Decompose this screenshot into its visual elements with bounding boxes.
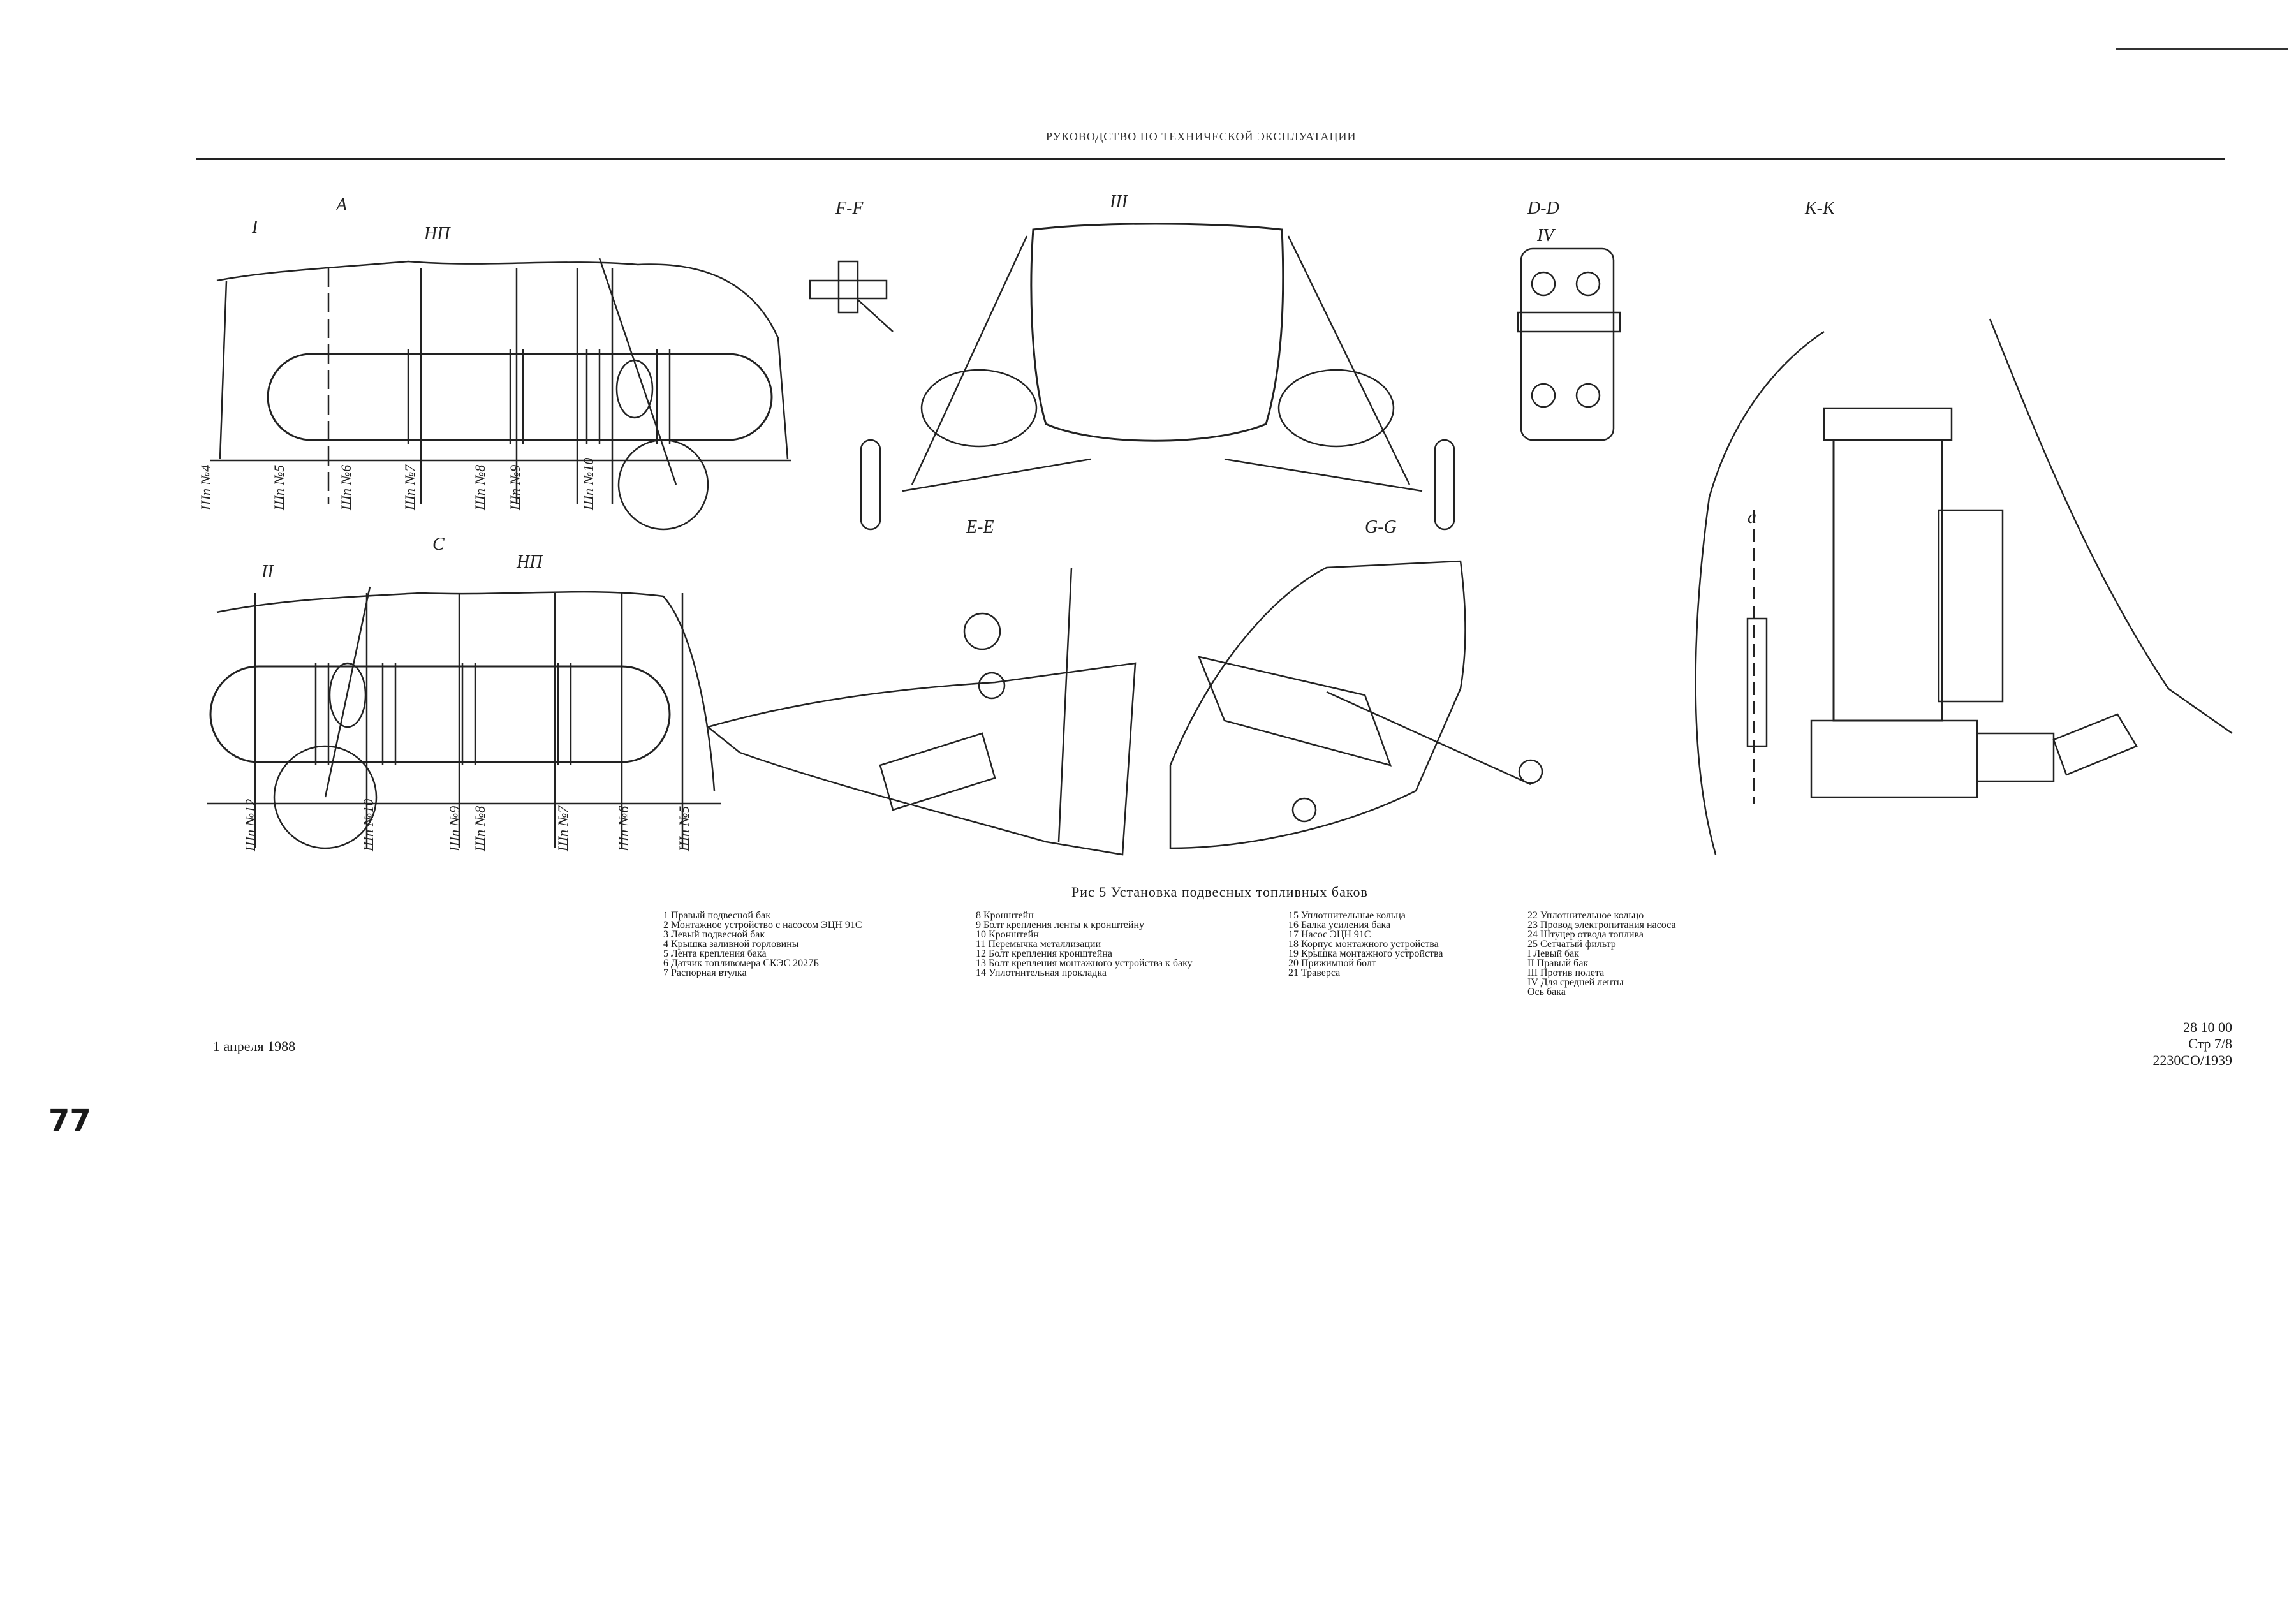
issue-date: 1 апреля 1988 [213,1038,296,1054]
legend-item: 21 Траверса [1288,967,1341,978]
legend-column-2: 8 Кронштейн 9 Болт крепления ленты к кро… [976,911,1193,978]
legend-item: 14 Уплотнительная прокладка [976,967,1107,978]
legend-item: 19 Крышка монтажного устройства [1288,948,1443,959]
legend-column-3: 15 Уплотнительные кольца 16 Балка усилен… [1288,911,1443,978]
view-EE-detail [706,567,1137,856]
view-DD-detail [1517,247,1621,441]
view-label-II: II [261,562,274,582]
frame-label: Шп №6 [615,806,631,852]
page-header-title: РУКОВОДСТВО ПО ТЕХНИЧЕСКОЙ ЭКСПЛУАТАЦИИ [1046,130,1357,143]
frame-label: Шп №10 [360,799,376,852]
direction-label-np-bottom: НП [516,552,543,572]
legend-item: 16 Балка усиления бака [1288,920,1391,930]
view-FF-detail [809,260,894,332]
frame-label: Шп №4 [198,465,214,511]
view-label-I: I [251,217,259,237]
legend-item: 9 Болт крепления ленты к кронштейну [976,920,1144,930]
view-label-FF: F-F [835,198,864,218]
legend-item: 2 Монтажное устройство с насосом ЭЦН 91С [663,920,862,930]
legend-item: 25 Сетчатый фильтр [1527,939,1616,950]
view-I-left-tank [210,258,791,531]
doc-number: 2230CO/1939 [2152,1052,2232,1068]
handwritten-page-number: 77 [48,1103,91,1139]
frame-label: Шп №7 [402,464,418,511]
view-label-EE: E-E [966,517,994,537]
figure-caption: Рис 5 Установка подвесных топливных бако… [1071,884,1368,900]
frame-label: Шп №5 [676,806,692,852]
legend-item: 24 Штуцер отвода топлива [1527,929,1644,940]
legend-item: 4 Крышка заливной горловины [663,939,799,950]
document-reference: 28 10 00 Стр 7/8 2230CO/1939 [2149,1019,2232,1069]
legend-item: 5 Лента крепления бака [663,948,767,959]
view-KK-detail [1695,318,2233,855]
view-label-KK: K-K [1804,198,1836,218]
legend-column-4: 22 Уплотнительное кольцо 23 Провод элект… [1527,911,1676,997]
view-label-III: III [1109,192,1129,212]
direction-label-np-top: НП [423,224,451,244]
frame-label: Шп №8 [472,465,488,511]
frame-label: Шп №5 [271,465,287,511]
legend-item: 3 Левый подвесной бак [663,929,765,940]
legend-item: 20 Прижимной болт [1288,958,1376,969]
legend-item: 10 Кронштейн [976,929,1039,940]
legend-item: III Против полета [1527,967,1605,978]
frame-label: Шп №6 [338,465,354,511]
legend-item: 1 Правый подвесной бак [663,910,770,921]
view-label-IV: IV [1536,226,1556,246]
doc-code: 28 10 00 [2183,1019,2232,1035]
legend-item: IV Для средней ленты [1527,977,1624,988]
corner-rule [2116,48,2288,50]
view-GG-detail [1169,560,1543,849]
legend-item: 13 Болт крепления монтажного устройства … [976,958,1193,969]
legend-item: 23 Провод электропитания насоса [1527,920,1676,930]
view-label-C: C [432,534,445,554]
frame-label: Шп №9 [507,465,523,511]
frame-label: Шп №10 [580,458,596,511]
frame-label: Шп №8 [472,806,488,852]
legend-item: 12 Болт крепления кронштейна [976,948,1112,959]
legend-item: I Левый бак [1527,948,1580,959]
legend-item: 22 Уплотнительное кольцо [1527,910,1644,921]
legend-item: Ось бака [1527,987,1566,997]
view-label-DD: D-D [1527,198,1559,218]
legend-item: 15 Уплотнительные кольца [1288,910,1406,921]
legend-column-1: 1 Правый подвесной бак 2 Монтажное устро… [663,911,862,978]
legend-item: 7 Распорная втулка [663,967,747,978]
header-divider [196,158,2225,160]
frame-label: Шп №9 [446,806,462,852]
view-III-front [860,223,1455,531]
legend-item: II Правый бак [1527,958,1589,969]
legend-item: 11 Перемычка металлизации [976,939,1101,950]
legend-item: 17 Насос ЭЦН 91С [1288,929,1371,940]
legend-item: 6 Датчик топливомера СКЭС 2027Б [663,958,820,969]
frame-label: Шп №12 [242,799,258,852]
frame-label: Шп №7 [555,805,571,852]
legend-item: 8 Кронштейн [976,910,1034,921]
view-label-GG: G-G [1365,517,1397,537]
view-II-right-tank [207,586,721,849]
view-label-A: A [335,195,348,215]
legend-item: 18 Корпус монтажного устройства [1288,939,1439,950]
page-number: Стр 7/8 [2188,1036,2232,1052]
axis-label-a: a [1748,508,1756,527]
